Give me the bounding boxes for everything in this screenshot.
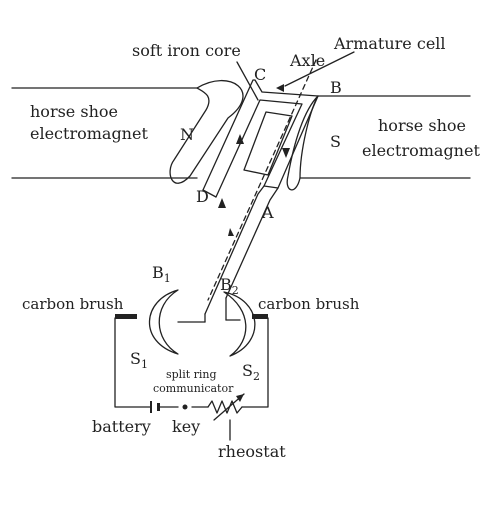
left-magnet <box>11 79 244 184</box>
label-rheostat: rheostat <box>218 442 286 461</box>
carbon-brush-right-block <box>252 314 268 319</box>
label-ring-s1: S1 <box>130 349 148 371</box>
core-leader-line <box>236 61 259 101</box>
current-arrow-cb <box>276 84 284 92</box>
label-brush-b1: B1 <box>152 263 171 285</box>
armature-coil <box>202 79 319 315</box>
carbon-brush-left-block <box>115 314 137 319</box>
label-soft-iron-core: soft iron core <box>132 41 241 60</box>
split-ring-left <box>148 289 179 355</box>
label-right-magnet-line1: horse shoe <box>378 116 466 135</box>
coil-inner <box>204 99 303 315</box>
label-split-ring-line1: split ring <box>166 368 217 381</box>
label-left-magnet-line1: horse shoe <box>30 102 118 121</box>
coil-outer <box>202 79 319 299</box>
circuit-right-wire <box>241 317 269 408</box>
current-arrow-d <box>218 198 226 208</box>
left-pole-shoe <box>169 79 244 184</box>
key-contact <box>182 404 188 410</box>
rheostat-zigzag <box>207 400 243 414</box>
label-corner-c: C <box>254 65 266 84</box>
label-battery: battery <box>92 417 151 436</box>
coil-bottom-right <box>263 185 279 189</box>
label-left-magnet-line2: electromagnet <box>30 124 148 143</box>
axle-line <box>207 59 317 301</box>
current-arrow-dc <box>236 134 244 144</box>
battery-long-plate <box>150 401 152 413</box>
label-brush-b2: B2 <box>220 275 239 297</box>
armature-leader-line <box>284 51 355 87</box>
current-arrow-ba <box>282 148 290 158</box>
current-arrow-lead <box>228 228 234 236</box>
label-right-magnet-line2: electromagnet <box>362 141 480 160</box>
label-ring-s2: S2 <box>242 361 260 383</box>
right-pole-shoe <box>286 95 319 191</box>
label-corner-b: B <box>330 78 342 97</box>
battery-short-plate <box>157 403 160 411</box>
label-key: key <box>172 417 200 436</box>
coil-bottom-left <box>202 189 217 198</box>
rheostat-arrow-head <box>236 394 244 402</box>
label-pole-s: S <box>330 132 341 151</box>
label-axle: Axle <box>289 51 325 70</box>
right-magnet <box>286 95 471 191</box>
circuit-left-wire <box>114 317 151 408</box>
label-carbon-brush-left: carbon brush <box>22 295 124 313</box>
label-pole-n: N <box>180 125 194 144</box>
label-split-ring-line2: communicator <box>153 382 234 395</box>
soft-iron-core-block <box>243 111 293 176</box>
label-carbon-brush-right: carbon brush <box>258 295 360 313</box>
split-ring-right <box>223 291 256 357</box>
label-corner-d: D <box>196 187 209 206</box>
label-corner-a: A <box>261 203 274 222</box>
label-armature-cell: Armature cell <box>333 34 446 53</box>
